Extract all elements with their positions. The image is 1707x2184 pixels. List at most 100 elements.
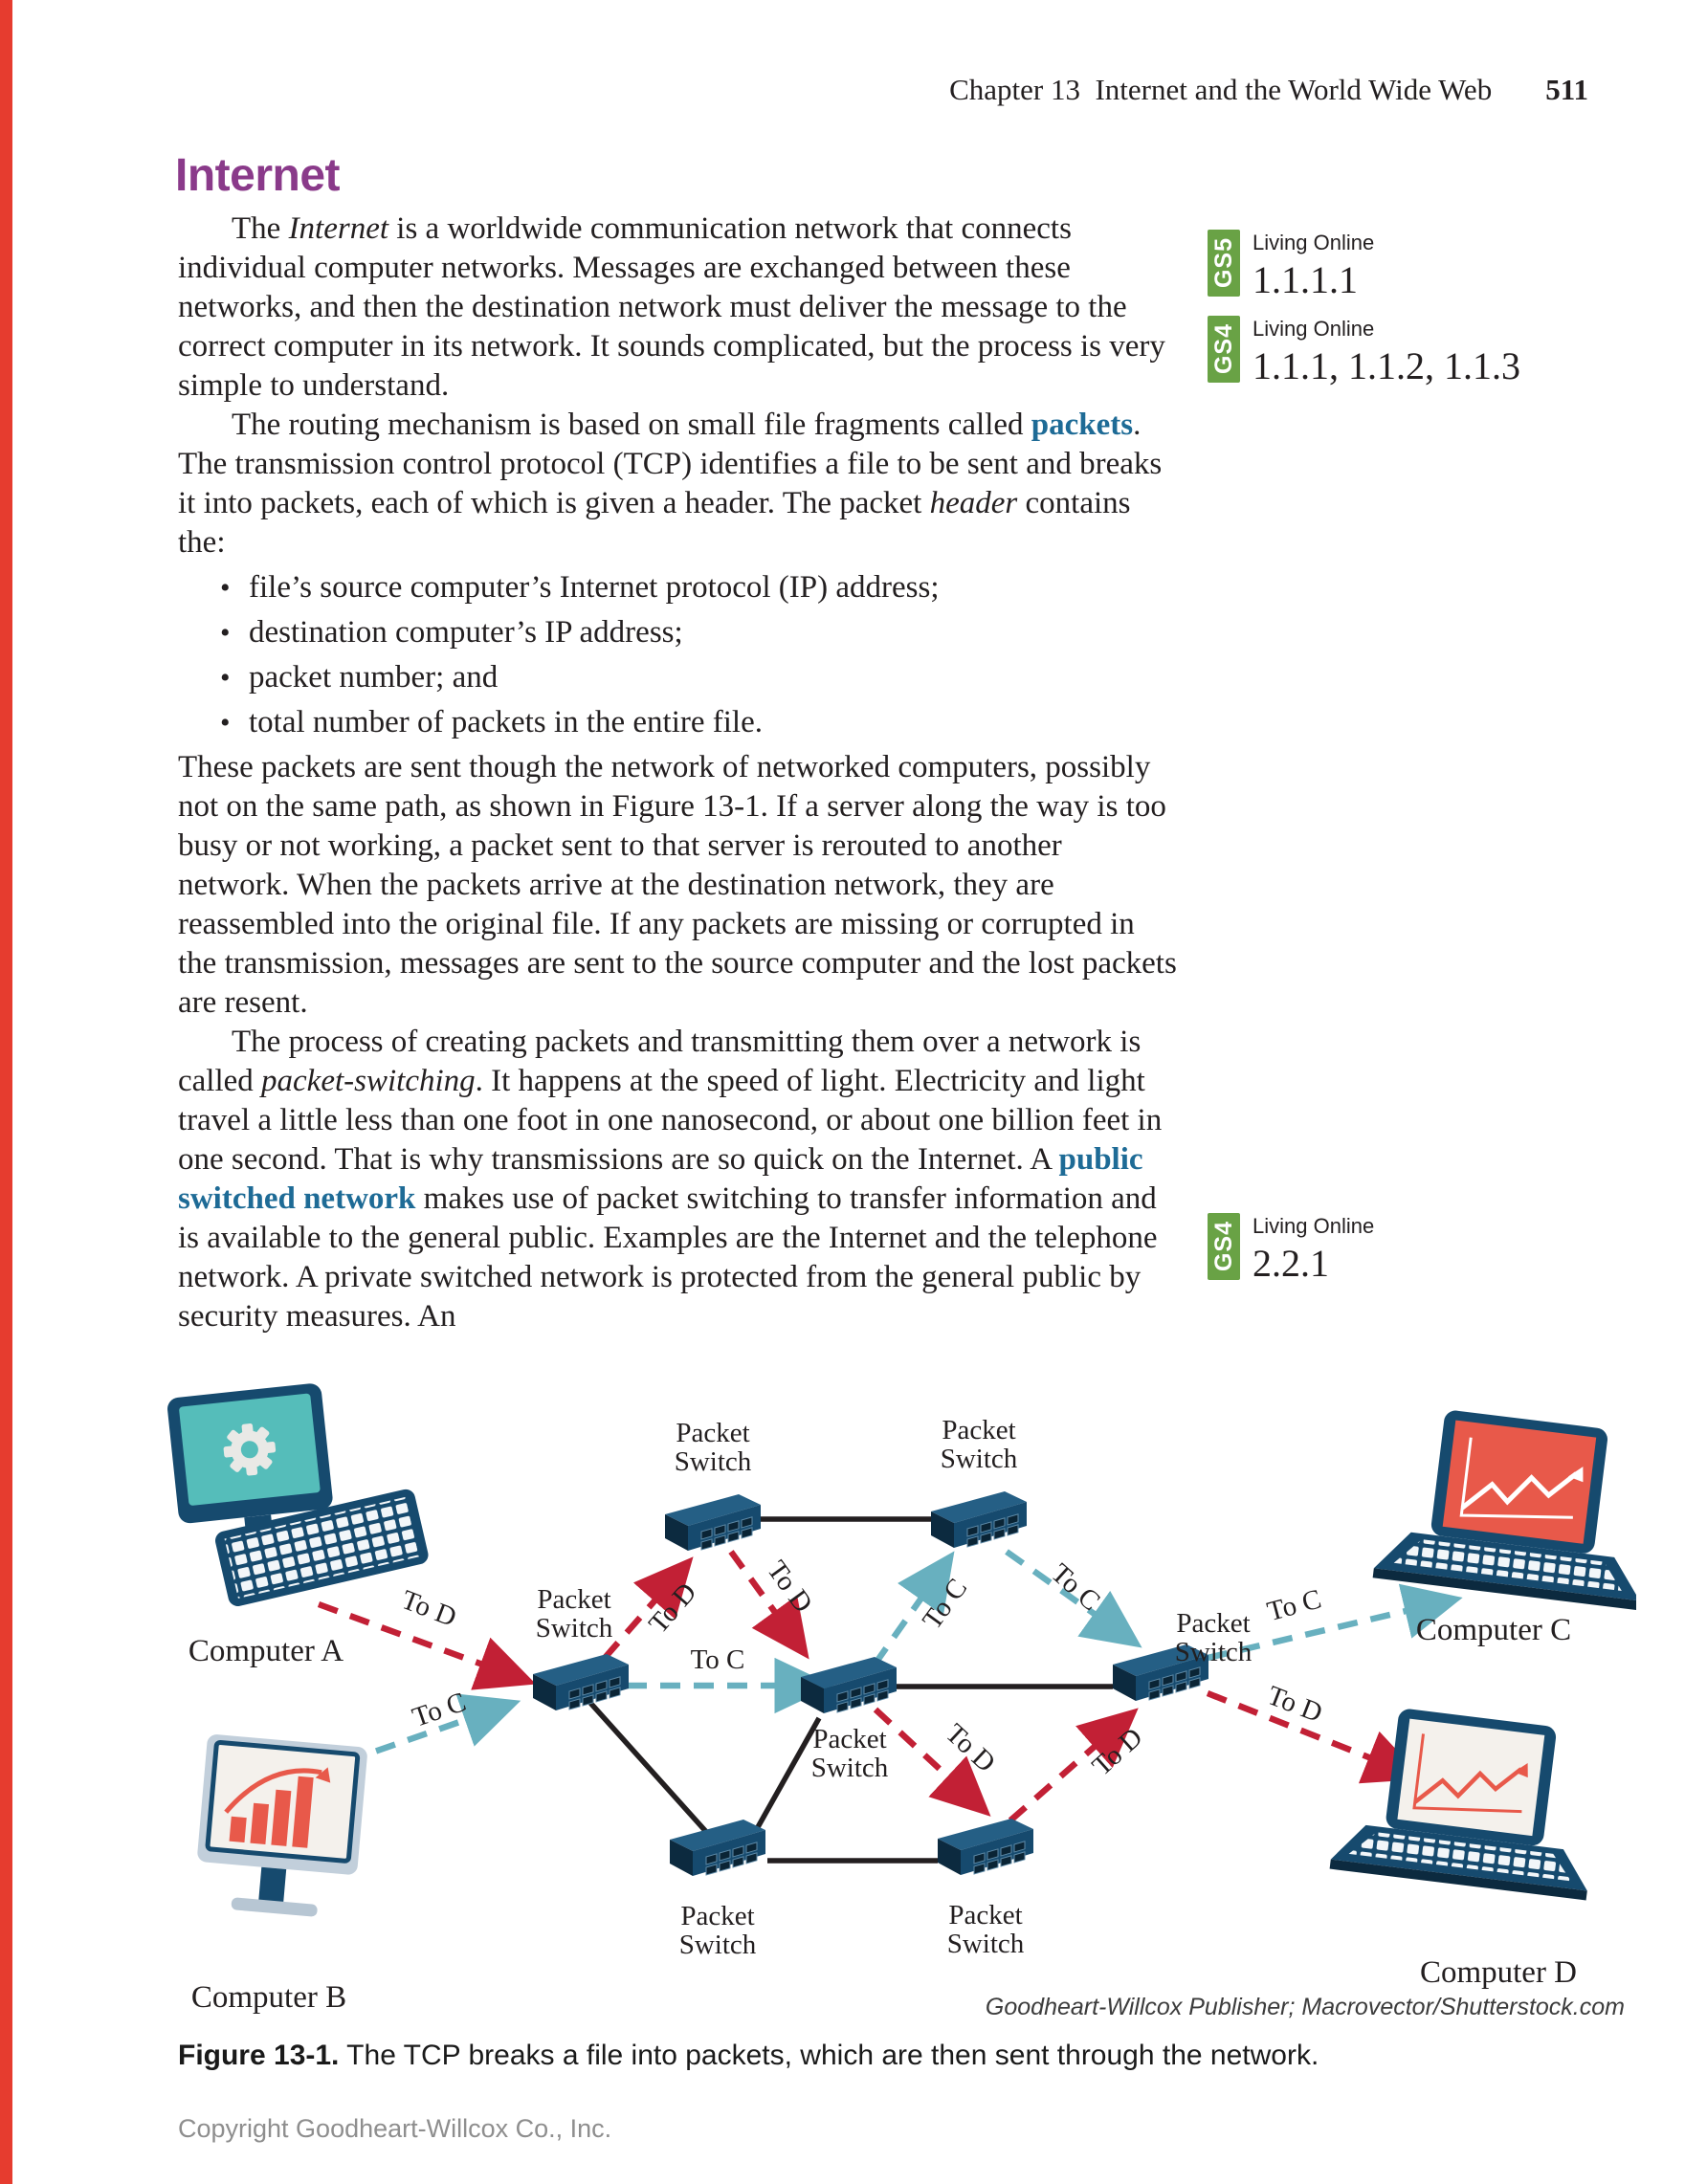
packet-switch-label: Packet	[537, 1584, 610, 1615]
p4-pre: The process of creating packets and tran…	[178, 1025, 1142, 1098]
gs4-badge-icon: GS4	[1208, 316, 1240, 383]
standards-badge-gs4: GS4 Living Online 1.1.1, 1.1.2, 1.1.3	[1208, 316, 1520, 388]
bullet-dot: •	[220, 617, 231, 649]
p1-pre: The	[232, 211, 289, 246]
paragraph-3: These packets are sent though the networ…	[178, 750, 1177, 1020]
route-to-c-arrow	[1005, 1549, 1142, 1648]
bullet-text-3: packet number; and	[249, 660, 499, 695]
badge-label: Living Online	[1253, 317, 1375, 341]
packet-switch-top-right-icon	[930, 1490, 1028, 1549]
list-item: • packet number; and	[178, 658, 1179, 697]
route-to-c-arrow	[872, 1551, 955, 1666]
bullet-dot: •	[220, 572, 231, 604]
figure-attribution: Goodheart-Willcox Publisher; Macrovector…	[985, 1994, 1625, 2020]
paragraph-1: The Internet is a worldwide communicatio…	[178, 210, 1179, 406]
p1-italic-term: Internet	[288, 211, 389, 246]
figure-caption-label: Figure 13-1.	[178, 2040, 340, 2071]
figure-13-1-diagram: To D To D To D To D To D To D To C To C …	[167, 1383, 1636, 2015]
route-label-to-c: To C	[1264, 1584, 1324, 1628]
route-label-to-d: To D	[397, 1584, 460, 1633]
route-to-d-arrow	[873, 1707, 991, 1817]
packet-switch-label: Packet	[680, 1901, 754, 1931]
bullet-text-4: total number of packets in the entire fi…	[249, 705, 763, 739]
standards-badge-gs4-2: GS4 Living Online 2.2.1	[1208, 1213, 1374, 1286]
link-line	[755, 1716, 822, 1829]
route-to-d-arrow	[1206, 1689, 1425, 1784]
gs5-badge-icon: GS5	[1208, 230, 1240, 297]
packet-switch-center-icon	[800, 1656, 898, 1714]
copyright-line: Copyright Goodheart-Willcox Co., Inc.	[178, 2114, 612, 2143]
figure-caption-text: The TCP breaks a file into packets, whic…	[339, 2040, 1319, 2071]
p2-mid: . The transmission control protocol (TCP…	[178, 408, 1163, 520]
route-to-d-arrow	[317, 1600, 537, 1690]
route-label-to-c: To C	[691, 1644, 745, 1675]
p2-post: contains the:	[178, 486, 1131, 560]
packet-switch-left-icon	[532, 1653, 630, 1711]
body-column: The Internet is a worldwide communicatio…	[178, 210, 1179, 1336]
route-label-to-c: To C	[917, 1573, 973, 1635]
switch-labels: Packet Switch Packet Switch Packet Switc…	[536, 1415, 1253, 1960]
section-heading: Internet	[175, 150, 341, 202]
running-head: Chapter 13 Internet and the World Wide W…	[949, 73, 1588, 107]
packet-switch-label: Packet	[812, 1724, 886, 1754]
packet-header-list: • file’s source computer’s Internet proto…	[178, 568, 1179, 742]
page-number: 511	[1545, 73, 1588, 106]
computer-c-icon	[1372, 1410, 1636, 1611]
computer-a-icon	[167, 1383, 429, 1606]
route-to-d-arrow	[728, 1550, 809, 1660]
computer-c-label: Computer C	[1416, 1613, 1571, 1647]
bullet-dot: •	[220, 662, 231, 694]
packet-switch-label: Packet	[948, 1900, 1022, 1930]
packet-switch-label: Switch	[536, 1613, 613, 1644]
standards-badge-gs5: GS5 Living Online 1.1.1.1	[1208, 230, 1374, 302]
badge-standards: 2.2.1	[1253, 1242, 1329, 1285]
packet-switch-label: Packet	[1176, 1608, 1250, 1639]
route-to-d-arrow	[602, 1556, 694, 1661]
route-to-c-arrow	[343, 1693, 521, 1766]
list-item: • total number of packets in the entire f…	[178, 703, 1179, 742]
link-line	[587, 1701, 711, 1836]
computer-b-label: Computer B	[191, 1980, 346, 2015]
p2-pre: The routing mechanism is based on small …	[232, 408, 1031, 442]
badge-standards: 1.1.1, 1.1.2, 1.1.3	[1253, 344, 1520, 387]
p4-key-term-public-switched-network: public switched network	[178, 1142, 1143, 1216]
computer-a-label: Computer A	[188, 1634, 344, 1668]
packet-switch-label: Switch	[947, 1929, 1025, 1959]
backbone-links	[587, 1516, 1113, 1864]
packet-switch-label: Switch	[675, 1446, 752, 1477]
p2-italic-header: header	[929, 486, 1018, 520]
bullet-dot: •	[220, 707, 231, 739]
packet-switch-top-left-icon	[664, 1493, 762, 1552]
route-to-c-arrow	[1207, 1583, 1463, 1662]
route-label-to-c: To C	[1045, 1557, 1106, 1617]
list-item: • destination computer’s IP address;	[178, 613, 1179, 652]
badge-label: Living Online	[1253, 1214, 1375, 1238]
figure-caption: Figure 13-1. The TCP breaks a file into …	[178, 2040, 1594, 2072]
bullet-text-1: file’s source computer’s Internet protoc…	[249, 570, 940, 605]
list-item: • file’s source computer’s Internet proto…	[178, 568, 1179, 607]
p2-key-term-packets: packets	[1031, 408, 1134, 442]
route-to-d	[317, 1550, 1425, 1823]
packet-switch-label: Switch	[941, 1444, 1018, 1474]
packet-switch-bottom-left-icon	[669, 1819, 766, 1877]
badge-code: GS5	[1209, 237, 1237, 289]
bullet-text-2: destination computer’s IP address;	[249, 615, 683, 650]
route-label-to-d: To D	[643, 1577, 702, 1640]
chapter-title: Chapter 13 Internet and the World Wide W…	[949, 73, 1493, 106]
paragraph-4: The process of creating packets and tran…	[178, 1023, 1179, 1336]
paragraph-2: The routing mechanism is based on small …	[178, 406, 1179, 563]
p4-mid: . It happens at the speed of light. Elec…	[178, 1064, 1163, 1177]
p1-post: is a worldwide communication network tha…	[178, 211, 1165, 403]
route-label-to-d: To D	[1087, 1722, 1149, 1782]
p4-italic-packet-switching: packet-switching	[261, 1064, 476, 1098]
packet-switch-bottom-right-icon	[937, 1818, 1034, 1876]
packet-switch-label: Packet	[942, 1415, 1015, 1445]
packet-switch-label: Switch	[679, 1930, 757, 1960]
page-edge-stripe	[0, 0, 12, 2184]
gs4-badge-icon: GS4	[1208, 1213, 1240, 1280]
badge-label: Living Online	[1253, 231, 1375, 254]
badge-code: GS4	[1209, 1221, 1237, 1272]
badge-code: GS4	[1209, 323, 1237, 375]
computer-d-icon	[1329, 1709, 1587, 1901]
